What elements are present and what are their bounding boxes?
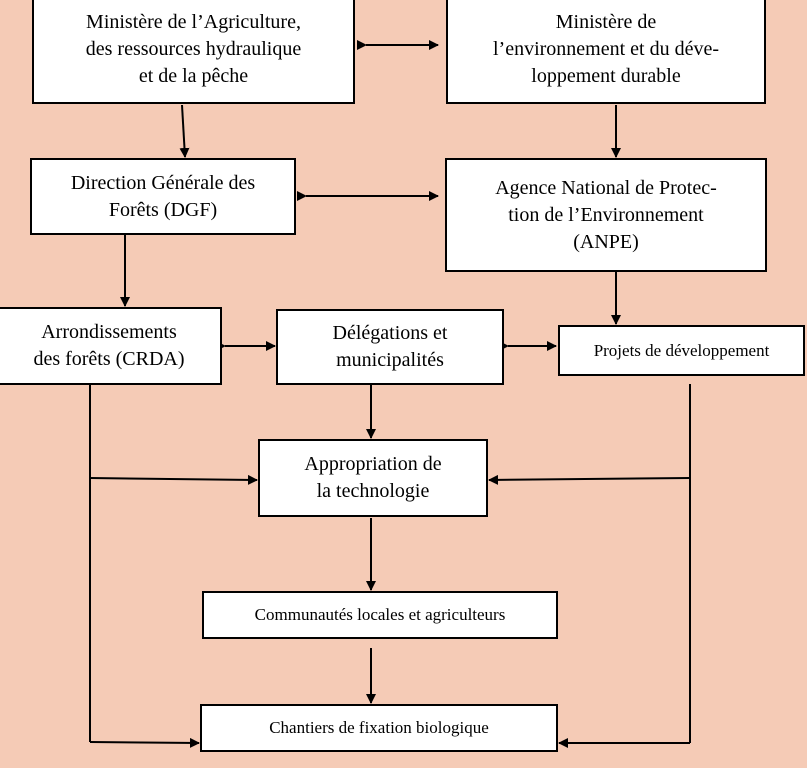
node-line: des ressources hydraulique bbox=[85, 37, 302, 60]
node-line: Appropriation de bbox=[304, 453, 442, 475]
node-line: et de la pêche bbox=[138, 64, 249, 87]
node-ministere-environnement: Ministère de l’environnement et du déve-… bbox=[446, 0, 766, 104]
node-line: tion de l’Environnement bbox=[508, 203, 704, 226]
node-line: Agence National de Protec- bbox=[495, 176, 717, 199]
arrow-projets-to-appropriation bbox=[488, 474, 691, 485]
node-line: municipalités bbox=[336, 349, 444, 371]
node-line: Communautés locales et agriculteurs bbox=[254, 605, 506, 624]
node-anpe: Agence National de Protec- tion de l’Env… bbox=[445, 158, 767, 272]
arrow-agriculture-to-dgf bbox=[179, 104, 190, 158]
node-projets: Projets de développement bbox=[558, 325, 805, 376]
node-line: Ministère de l’Agriculture, bbox=[86, 10, 301, 33]
node-ministere-agriculture: Ministère de l’Agriculture, des ressourc… bbox=[32, 0, 355, 104]
node-chantiers: Chantiers de fixation biologique bbox=[200, 704, 558, 752]
node-line: Chantiers de fixation biologique bbox=[269, 718, 489, 737]
node-line: (ANPE) bbox=[573, 230, 639, 253]
node-line: Forêts (DGF) bbox=[108, 198, 218, 221]
node-communautes: Communautés locales et agriculteurs bbox=[202, 591, 558, 639]
node-line: l’environnement et du déve- bbox=[492, 37, 720, 60]
node-line: la technologie bbox=[316, 480, 430, 502]
node-line: Projets de développement bbox=[593, 340, 770, 360]
arrow-arrondissements-to-appropriation bbox=[89, 474, 258, 485]
node-dgf: Direction Générale des Forêts (DGF) bbox=[30, 158, 296, 235]
node-line: Ministère de bbox=[555, 10, 657, 33]
node-line: Délégations et bbox=[332, 322, 448, 344]
node-line: loppement durable bbox=[531, 64, 681, 87]
node-line: des forêts (CRDA) bbox=[33, 348, 185, 370]
arrow-arrondissements-to-chantiers bbox=[89, 737, 200, 748]
node-line: Arrondissements bbox=[41, 321, 177, 343]
node-appropriation: Appropriation de la technologie bbox=[258, 439, 488, 517]
node-delegations: Délégations et municipalités bbox=[276, 309, 504, 385]
node-line: Direction Générale des bbox=[70, 171, 256, 194]
node-arrondissements: Arrondissements des forêts (CRDA) bbox=[0, 307, 222, 385]
